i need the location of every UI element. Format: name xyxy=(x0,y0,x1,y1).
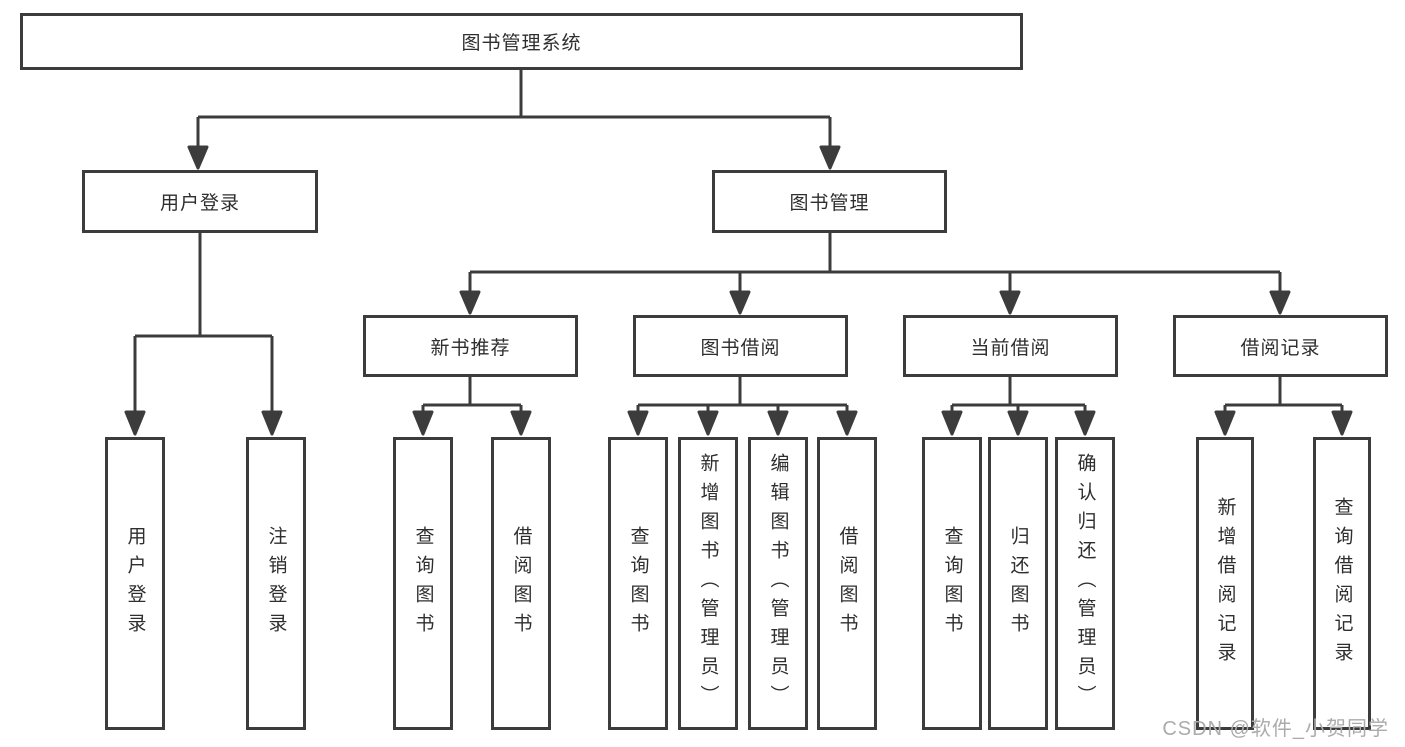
csdn-watermark: CSDN @软件_小贺同学 xyxy=(1162,718,1389,740)
node-label: 新增图书（管理员） xyxy=(697,453,719,714)
leaf-query-books-borrowing: 查询图书 xyxy=(608,437,668,730)
leaf-edit-books-admin: 编辑图书（管理员） xyxy=(748,437,808,730)
leaf-confirm-return-admin: 确认归还（管理员） xyxy=(1055,437,1115,730)
node-borrowing-records: 借阅记录 xyxy=(1173,315,1388,377)
node-new-book-recommendation: 新书推荐 xyxy=(363,315,578,377)
node-label: 用户登录 xyxy=(159,193,240,214)
connector-user-login-children xyxy=(124,233,283,436)
node-label: 图书借阅 xyxy=(700,337,781,359)
leaf-query-books-recommend: 查询图书 xyxy=(393,437,453,730)
connector-new-book-children xyxy=(412,377,532,436)
node-label: 查询借阅记录 xyxy=(1331,496,1353,671)
node-label: 查询图书 xyxy=(412,525,434,642)
node-label: 确认归还（管理员） xyxy=(1074,453,1096,714)
node-label: 新增借阅记录 xyxy=(1214,496,1236,671)
node-label: 查询图书 xyxy=(627,525,649,642)
node-label: 编辑图书（管理员） xyxy=(767,453,789,714)
connector-current-borrow-children xyxy=(941,377,1096,436)
node-label: 借阅图书 xyxy=(836,525,858,642)
connector-root-to-level2 xyxy=(187,68,841,170)
node-user-login: 用户登录 xyxy=(82,170,318,233)
node-label: 图书管理 xyxy=(789,193,870,214)
leaf-borrow-books-recommend: 借阅图书 xyxy=(491,437,551,730)
connector-borrow-record-children xyxy=(1214,377,1353,436)
leaf-query-borrow-record: 查询借阅记录 xyxy=(1313,437,1371,730)
leaf-borrow-books: 借阅图书 xyxy=(817,437,877,730)
node-label: 图书管理系统 xyxy=(461,33,582,54)
connector-book-management-children xyxy=(459,233,1291,315)
leaf-add-books-admin: 新增图书（管理员） xyxy=(678,437,738,730)
node-label: 用户登录 xyxy=(124,525,146,642)
leaf-logout: 注销登录 xyxy=(246,437,306,730)
leaf-return-books: 归还图书 xyxy=(988,437,1048,730)
connector-book-borrow-children xyxy=(627,377,858,436)
node-label: 归还图书 xyxy=(1007,525,1029,642)
node-label: 注销登录 xyxy=(265,525,287,642)
node-label: 查询图书 xyxy=(941,525,963,642)
node-book-management: 图书管理 xyxy=(712,170,947,233)
node-label: 借阅图书 xyxy=(510,525,532,642)
leaf-add-borrow-record: 新增借阅记录 xyxy=(1196,437,1254,730)
leaf-user-login: 用户登录 xyxy=(105,437,165,730)
node-label: 当前借阅 xyxy=(970,337,1051,359)
node-book-borrowing: 图书借阅 xyxy=(633,315,848,377)
node-label: 借阅记录 xyxy=(1240,337,1321,359)
node-label: 新书推荐 xyxy=(430,337,511,359)
node-library-management-system: 图书管理系统 xyxy=(20,13,1023,70)
node-current-borrowing: 当前借阅 xyxy=(903,315,1118,377)
leaf-query-books-current: 查询图书 xyxy=(922,437,982,730)
